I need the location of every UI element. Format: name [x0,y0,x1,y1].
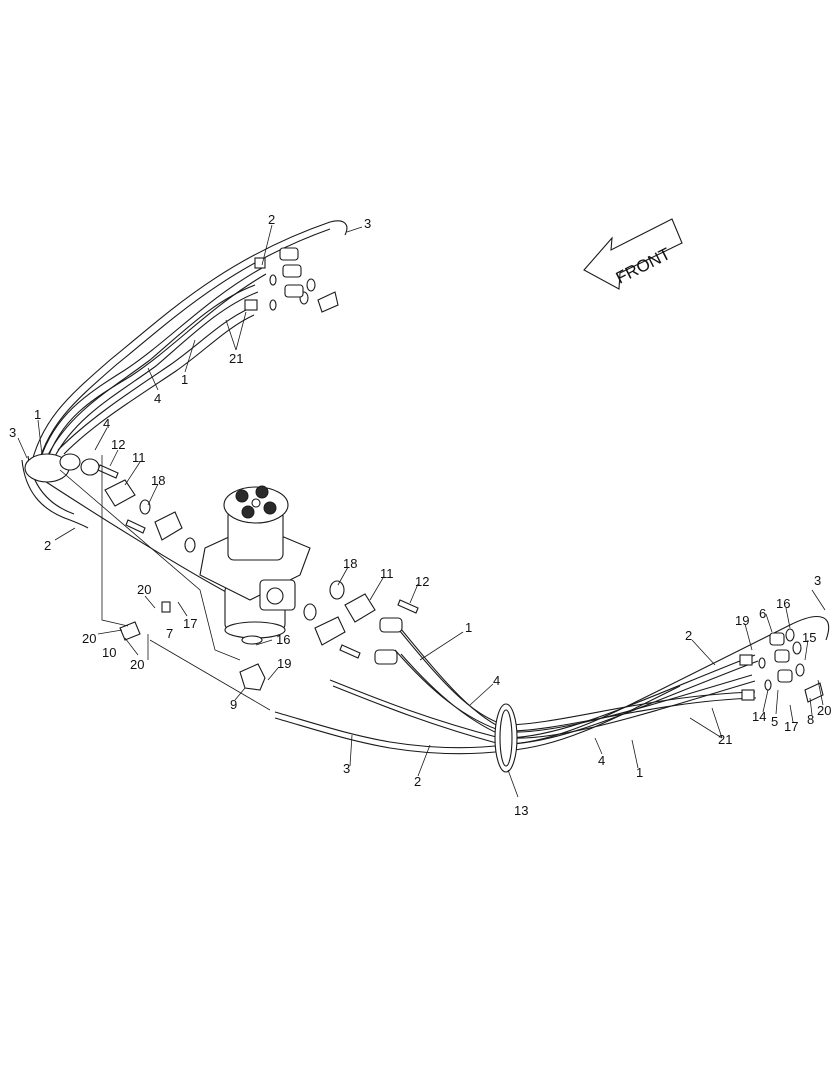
callout-21: 21 [718,732,732,747]
callout-15: 15 [802,630,816,645]
callout-17: 17 [183,616,197,631]
callout-16: 16 [276,632,290,647]
callout-labels: 2 3 21 1 4 1 4 3 12 11 18 2 20 18 11 12 … [9,212,831,818]
callout-3: 3 [343,761,350,776]
callout-11: 11 [380,566,394,581]
callout-3: 3 [814,573,821,588]
flange-right [314,593,376,646]
callout-14: 14 [752,709,766,724]
callout-1: 1 [465,620,472,635]
fittings-upper [244,247,339,313]
callout-4: 4 [103,416,110,431]
hose-clamp-left [24,453,100,483]
callout-3: 3 [9,425,16,440]
hose-bundle-lower [39,477,830,755]
leader-lines [17,224,826,798]
callout-1: 1 [636,765,643,780]
callout-16: 16 [776,596,790,611]
callout-4: 4 [598,753,605,768]
hose-clamp [494,703,518,773]
swing-motor [199,485,311,645]
callout-7: 7 [166,626,173,641]
callout-5: 5 [771,714,778,729]
callout-12: 12 [415,574,429,589]
callout-10: 10 [102,645,116,660]
callout-18: 18 [343,556,357,571]
callout-1: 1 [181,372,188,387]
callout-20: 20 [130,657,144,672]
callout-4: 4 [493,673,500,688]
callout-18: 18 [151,473,165,488]
callout-11: 11 [132,450,146,465]
callout-2: 2 [685,628,692,643]
callout-2: 2 [414,774,421,789]
callout-9: 9 [230,697,237,712]
fittings-right [739,632,824,703]
callout-6: 6 [759,606,766,621]
callout-2: 2 [268,212,275,227]
callout-3: 3 [364,216,371,231]
callout-20: 20 [137,582,151,597]
callout-8: 8 [807,712,814,727]
callout-17: 17 [784,719,798,734]
callout-1: 1 [34,407,41,422]
flange-left [104,479,183,541]
hose-bundle-upper-left [21,220,348,529]
callout-4: 4 [154,391,161,406]
front-arrow: FRONT [583,218,683,290]
callout-12: 12 [111,437,125,452]
callout-20: 20 [817,703,831,718]
fitting-tee [119,601,403,691]
callout-19: 19 [735,613,749,628]
callout-2: 2 [44,538,51,553]
callout-21: 21 [229,351,243,366]
callout-20: 20 [82,631,96,646]
o-rings [139,274,805,691]
callout-13: 13 [514,803,528,818]
callout-19: 19 [277,656,291,671]
bolts [97,464,419,659]
